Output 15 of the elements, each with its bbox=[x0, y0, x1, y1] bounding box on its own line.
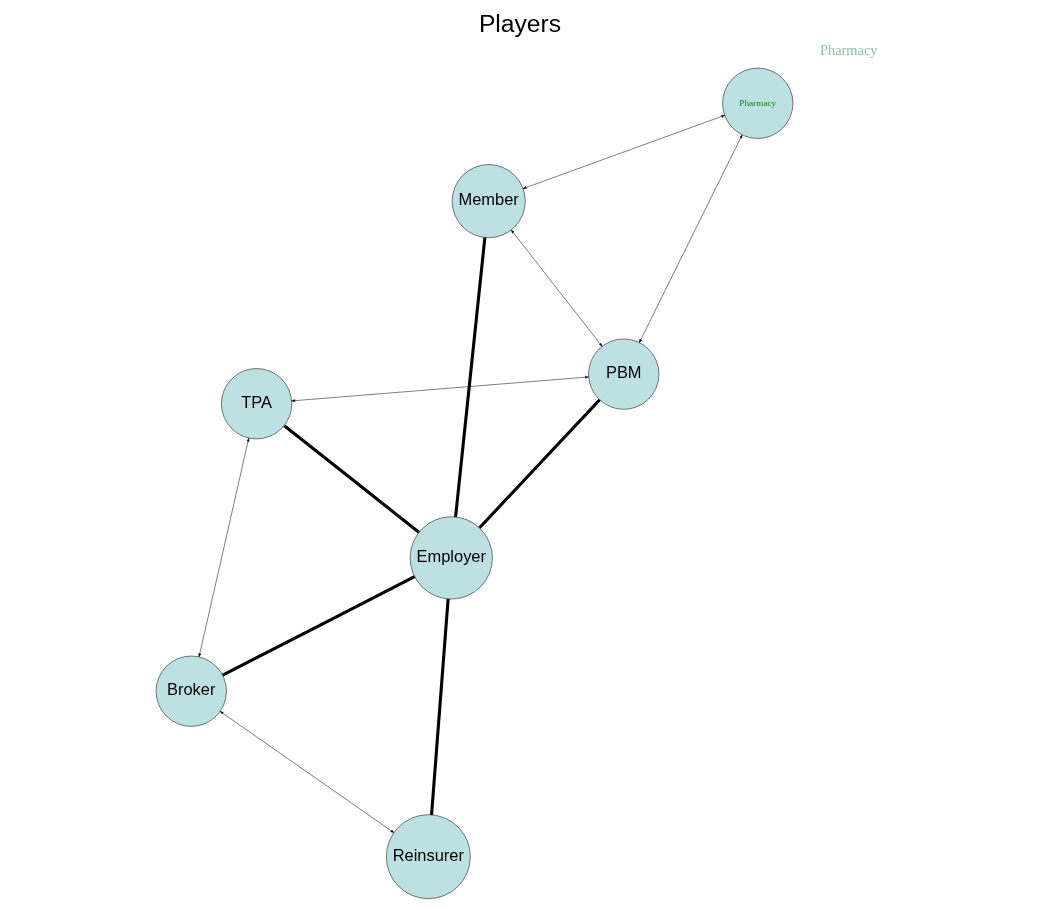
node-circle: Employer bbox=[409, 516, 493, 600]
connector bbox=[477, 398, 601, 529]
arrow bbox=[219, 711, 394, 833]
connector bbox=[429, 598, 450, 815]
arrow bbox=[510, 229, 602, 347]
node-circle: Reinsurer bbox=[385, 814, 471, 899]
diagram-title: Players bbox=[478, 10, 561, 38]
arrow bbox=[638, 134, 742, 343]
arrow bbox=[522, 115, 725, 189]
connector bbox=[453, 237, 486, 518]
connector bbox=[221, 575, 415, 677]
arrow bbox=[197, 437, 249, 658]
label: Pharmacy bbox=[819, 42, 877, 59]
arrow bbox=[290, 375, 589, 402]
connector bbox=[282, 424, 420, 534]
